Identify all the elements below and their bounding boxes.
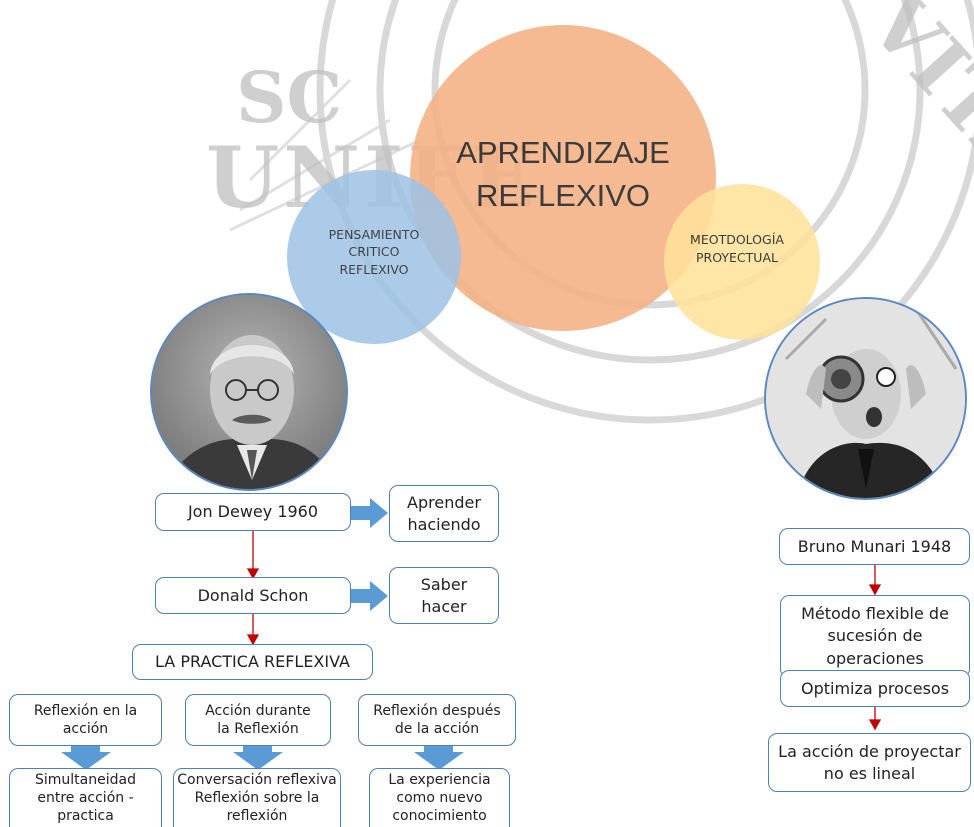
learn-by-doing-line1: Aprender [407,492,481,512]
main-topic-line2: REFLEXIVO [475,178,650,213]
dewey-portrait-image [152,295,346,489]
critical-thinking-line3: REFLEXIVO [339,261,409,277]
column-2-bottom-box: Conversación reflexiva Reflexión sobre l… [173,768,341,827]
flexible-method-line3: operaciones [826,648,924,668]
reflective-practice-box: LA PRACTICA REFLEXIVA [132,644,373,680]
flexible-method-line1: Método flexible de [801,603,949,623]
know-how-box: Saber hacer [389,567,499,624]
munari-box: Bruno Munari 1948 [779,528,970,565]
column-3-bottom-box: La experiencia como nuevo conocimiento [369,768,510,827]
know-how-line1: Saber [420,574,468,594]
red-connectors [246,531,882,731]
main-topic-circle: APRENDIZAJE REFLEXIVO [410,25,716,331]
flexible-method-line2: sucesión de [827,626,923,646]
column-3-bottom-line2: como nuevo [396,790,483,807]
design-methodology-line2: PROYECTUAL [696,250,778,265]
know-how-line2: hacer [421,596,467,616]
column-3-bottom-line1: La experiencia [388,772,491,788]
non-linear-line2: no es lineal [823,763,916,783]
column-2-top-line1: Acción durante [205,702,311,719]
watermark-seal-arcs [229,0,974,424]
column-3-bottom-line3: conocimiento [392,808,487,825]
column-1-bottom-line1: Simultaneidad [35,772,136,788]
flexible-method-box: Método flexible de sucesión de operacion… [780,595,970,678]
critical-thinking-line1: PENSAMIENTO [328,226,420,242]
non-linear-box: La acción de proyectar no es lineal [768,733,971,792]
reflective-practice-label: LA PRACTICA REFLEXIVA [155,652,350,672]
munari-portrait [764,297,967,500]
munari-portrait-image [766,299,965,498]
optimize-processes-box: Optimiza procesos [780,670,970,707]
dewey-portrait [150,293,348,491]
column-3-top-line1: Reflexión después [373,702,501,719]
column-1-top-line2: acción [62,721,109,737]
column-1-top-line1: Reflexión en la [33,702,138,719]
column-1-bottom-line2: entre acción - [37,790,134,807]
column-1-bottom-line3: practica [57,808,114,825]
schon-label: Donald Schon [197,585,309,605]
column-2-top-line2: la Reflexión [217,721,299,737]
optimize-processes-label: Optimiza procesos [800,678,950,698]
block-arrows-down [61,745,464,770]
column-3-top-line2: de la acción [394,721,480,737]
dewey-box: Jon Dewey 1960 [155,493,351,531]
critical-thinking-line2: CRITICO [348,244,400,260]
schon-box: Donald Schon [155,577,351,614]
critical-thinking-circle: PENSAMIENTO CRITICO REFLEXIVO [287,170,461,344]
design-methodology-circle: MEOTDOLOGÍA PROYECTUAL [664,184,820,340]
learn-by-doing-line2: haciendo [407,514,481,534]
column-2-top-box: Acción durante la Reflexión [185,694,331,746]
watermark-sc: SC [236,56,343,139]
munari-label: Bruno Munari 1948 [797,536,952,556]
main-topic-line1: APRENDIZAJE [456,134,670,170]
column-3-top-box: Reflexión después de la acción [358,694,516,746]
dewey-label: Jon Dewey 1960 [187,502,319,522]
column-2-bottom-line2: Reflexión sobre la [194,790,320,807]
column-1-top-box: Reflexión en la acción [9,694,162,746]
column-1-bottom-box: Simultaneidad entre acción - practica [9,768,162,827]
learn-by-doing-box: Aprender haciendo [389,485,499,542]
non-linear-line1: La acción de proyectar [778,741,961,761]
block-arrows-right [350,498,388,611]
column-2-bottom-line3: reflexión [226,808,288,825]
column-2-bottom-line1: Conversación reflexiva [177,772,337,788]
design-methodology-line1: MEOTDOLOGÍA [690,231,784,247]
